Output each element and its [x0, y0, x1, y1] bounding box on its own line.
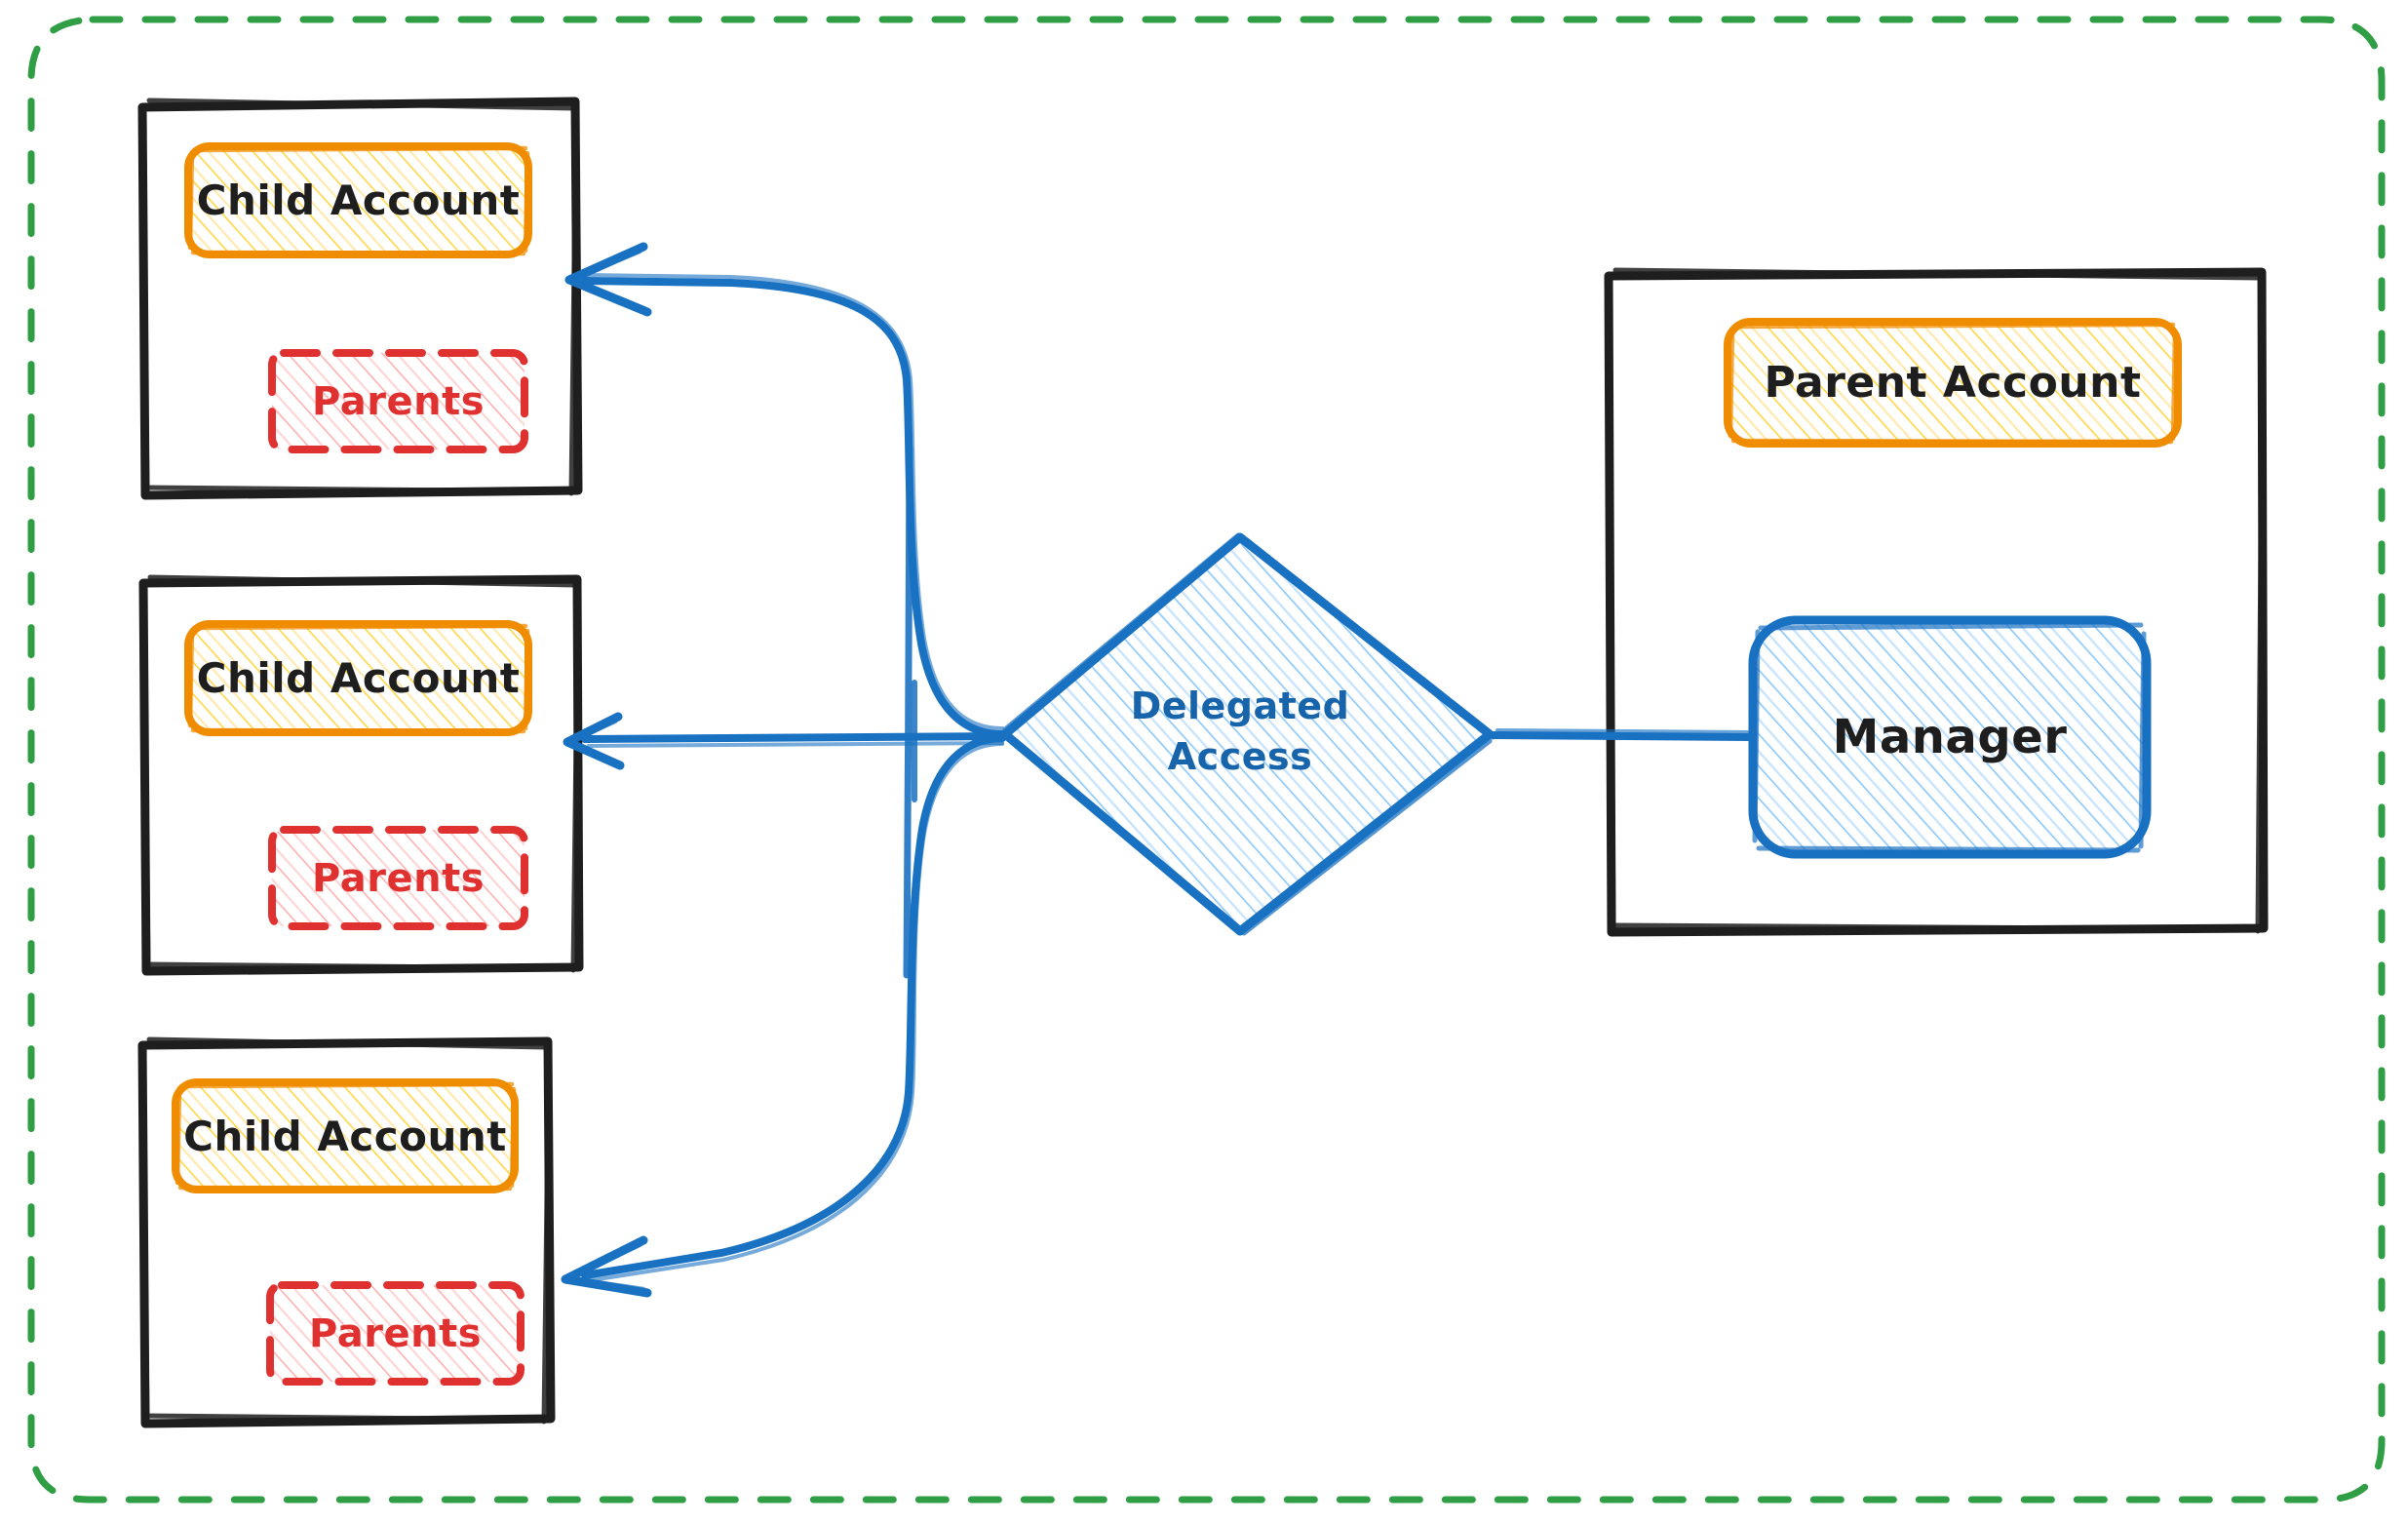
child-account-container-hit-2[interactable]: [143, 579, 582, 971]
parents-node-1[interactable]: [268, 349, 528, 453]
parent-account-container-hit[interactable]: [1609, 272, 2264, 932]
edge-manager-to-delegated: [1490, 728, 1755, 741]
edge-delegated-to-child-2: [563, 712, 1008, 770]
account-scope-boundary: [27, 16, 2386, 1504]
child-account-container-hit-1[interactable]: [142, 101, 581, 495]
delegated-access-decision[interactable]: [1000, 532, 1495, 936]
delegated-access-hit[interactable]: [1005, 537, 1490, 931]
child-account-node-1[interactable]: [184, 142, 532, 258]
child-account-node-3[interactable]: [172, 1078, 519, 1193]
parent-account-node[interactable]: [1724, 318, 2182, 448]
parents-node-2[interactable]: [268, 826, 528, 930]
child-account-node-2[interactable]: [184, 620, 532, 736]
edge-delegated-to-child-3: [561, 734, 1006, 1298]
parents-node-3[interactable]: [266, 1281, 524, 1386]
edge-delegated-to-child-1: [564, 242, 1006, 738]
manager-node[interactable]: [1748, 615, 2152, 859]
child-account-container-hit-3[interactable]: [142, 1041, 554, 1424]
